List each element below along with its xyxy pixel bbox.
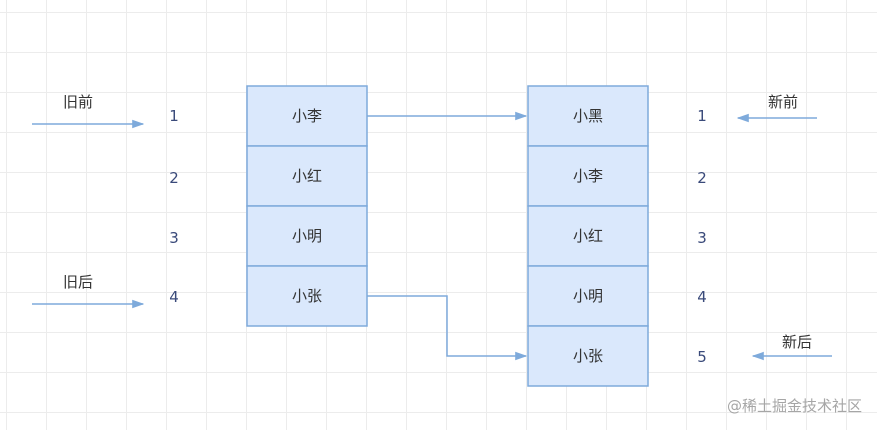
old-list-cell: [246, 145, 368, 207]
new-index: 2: [697, 169, 707, 187]
new-list-item: 小红: [573, 227, 603, 245]
new-list-item: 小张: [573, 347, 603, 365]
old-index: 1: [169, 107, 179, 125]
old-list: 小李 小红 小明 小张: [246, 85, 368, 327]
watermark: @稀土掘金技术社区: [727, 397, 862, 415]
new-list-cell: [527, 325, 649, 387]
new-list-cell: [527, 265, 649, 327]
old-list-item: 小张: [292, 287, 322, 305]
old-index: 3: [169, 229, 179, 247]
old-index: 2: [169, 169, 179, 187]
new-index: 4: [697, 288, 707, 306]
old-list-cell: [246, 205, 368, 267]
new-indices: 1 2 3 4 5: [697, 107, 707, 366]
old-list-item: 小李: [292, 107, 322, 125]
old-start-label: 旧前: [63, 93, 93, 111]
old-list-item: 小明: [292, 227, 322, 245]
new-index: 5: [697, 348, 707, 366]
new-index: 1: [697, 107, 707, 125]
new-list-item: 小李: [573, 167, 603, 185]
old-list-item: 小红: [292, 167, 322, 185]
old-indices: 1 2 3 4: [169, 107, 179, 306]
new-end-label: 新后: [782, 333, 812, 351]
old-index: 4: [169, 288, 179, 306]
new-list-cell: [527, 145, 649, 207]
new-index: 3: [697, 229, 707, 247]
new-list: 小黑 小李 小红 小明 小张: [527, 85, 649, 387]
old-end-label: 旧后: [63, 273, 93, 291]
mapping-arrow-xiaozhang: [367, 295, 528, 361]
new-list-item: 小黑: [573, 107, 603, 125]
new-list-item: 小明: [573, 287, 603, 305]
new-start-label: 新前: [768, 93, 798, 111]
old-list-cell: [246, 85, 368, 147]
